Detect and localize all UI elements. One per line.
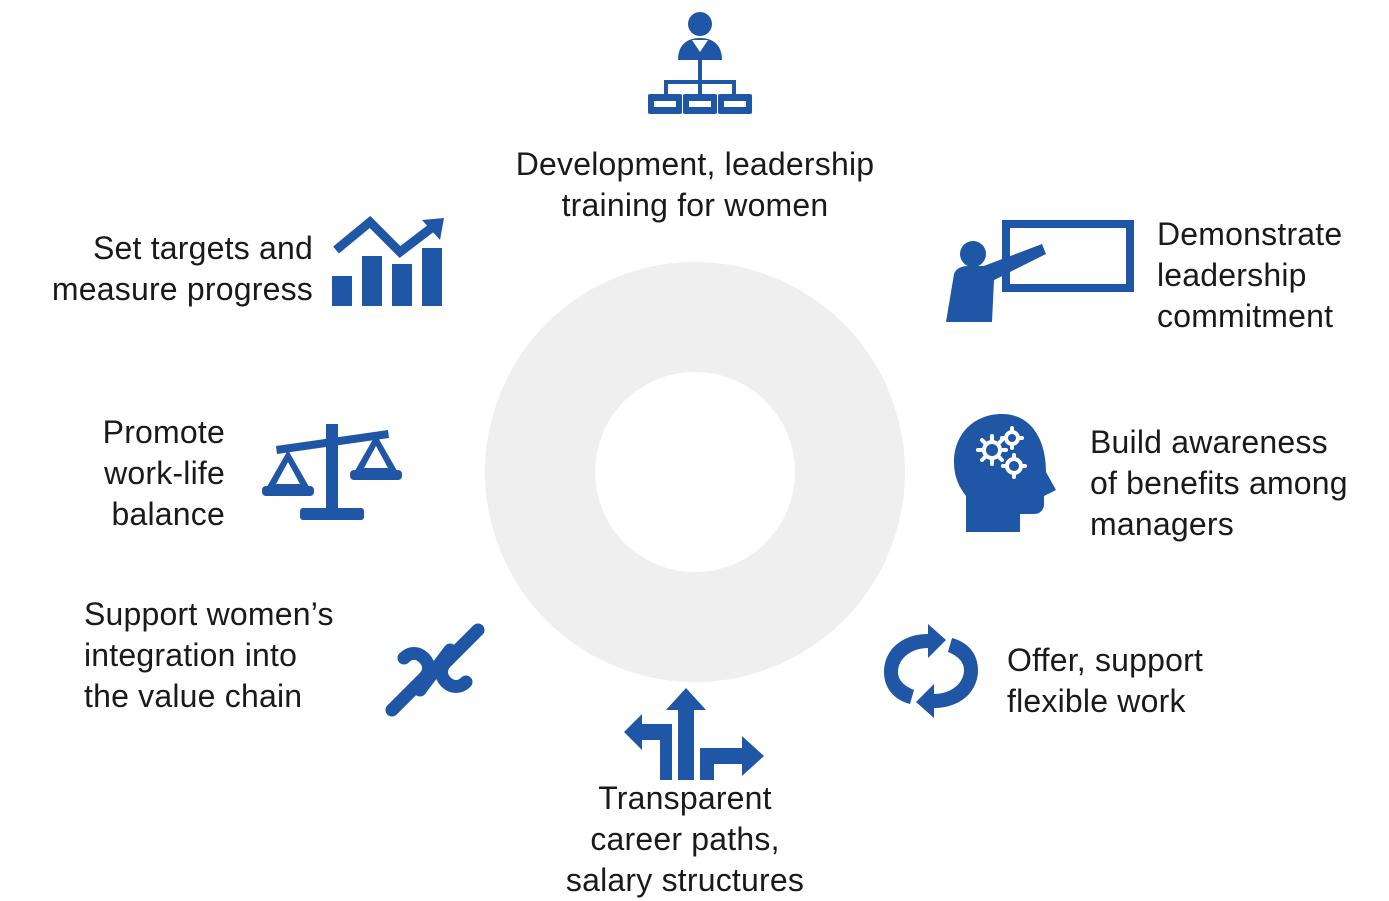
rising-bar-chart-icon <box>330 216 446 308</box>
career-line-3: salary structures <box>565 862 805 898</box>
development-line-1: Development, leadership <box>515 146 875 182</box>
development-label: Development, leadership training for wom… <box>490 144 900 226</box>
awareness-line-1: Build awareness <box>1090 424 1328 460</box>
balance-line-3: balance <box>111 496 225 532</box>
flexible-line-1: Offer, support <box>1007 642 1204 678</box>
commitment-line-1: Demonstrate <box>1157 216 1343 252</box>
targets-label: Set targets and measure progress <box>10 228 313 310</box>
career-line-2: career paths, <box>590 821 780 857</box>
career-label: Transparent career paths, salary structu… <box>530 778 840 901</box>
value-chain-label: Support women’s integration into the val… <box>84 594 379 717</box>
development-line-2: training for women <box>561 187 829 223</box>
center-ring <box>485 262 905 682</box>
commitment-line-2: leadership <box>1157 257 1307 293</box>
rotating-arrows-icon <box>880 624 982 718</box>
chain-link-icon <box>380 620 490 720</box>
awareness-line-3: managers <box>1090 506 1234 542</box>
commitment-label: Demonstrate leadership commitment <box>1157 214 1382 337</box>
balance-label: Promote work-life balance <box>60 412 225 535</box>
targets-line-2: measure progress <box>51 271 313 307</box>
balance-line-1: Promote <box>102 414 225 450</box>
career-line-1: Transparent <box>598 780 772 816</box>
value-chain-line-3: the value chain <box>84 678 303 714</box>
head-gears-icon <box>950 412 1062 534</box>
direction-arrows-icon <box>622 688 764 780</box>
value-chain-line-1: Support women’s <box>84 596 334 632</box>
presenter-board-icon <box>940 218 1136 326</box>
targets-line-1: Set targets and <box>92 230 313 266</box>
flexible-line-2: flexible work <box>1007 683 1186 719</box>
awareness-label: Build awareness of benefits among manage… <box>1090 422 1385 545</box>
leader-hierarchy-icon <box>642 10 758 118</box>
awareness-line-2: of benefits among <box>1090 465 1348 501</box>
balance-line-2: work-life <box>104 455 225 491</box>
flexible-label: Offer, support flexible work <box>1007 640 1247 722</box>
commitment-line-3: commitment <box>1157 298 1334 334</box>
balance-scale-icon <box>262 420 402 524</box>
value-chain-line-2: integration into <box>84 637 298 673</box>
